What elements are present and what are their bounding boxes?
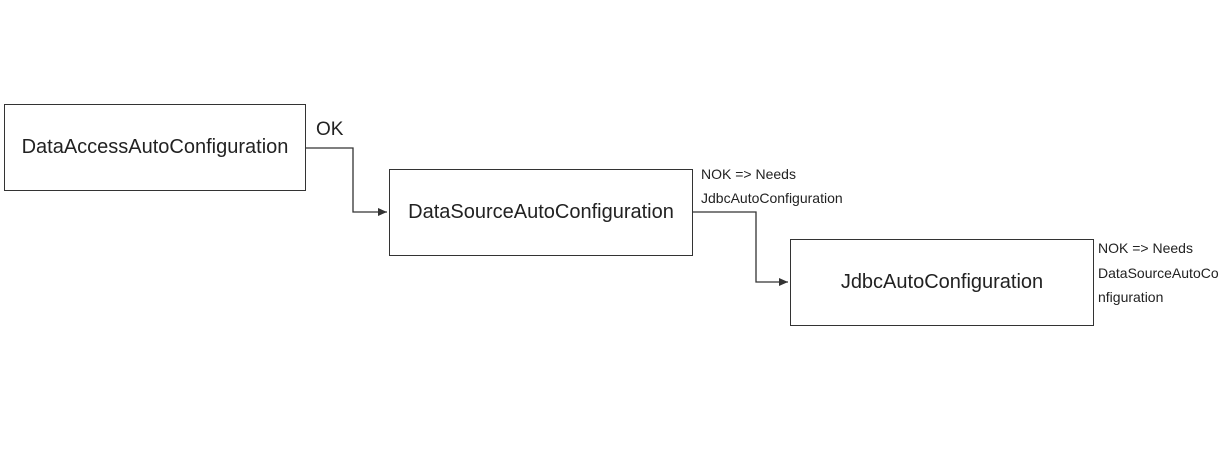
edge-label-ok: OK <box>316 119 343 141</box>
edge-label-text: OK <box>316 119 344 140</box>
edge-label-nok-needs-datasource: NOK => Needs DataSourceAutoCo nfiguratio… <box>1098 236 1219 310</box>
edge-label-line: NOK => Needs <box>701 166 796 182</box>
edge-label-line: JdbcAutoConfiguration <box>701 190 843 206</box>
edge-label-line: nfiguration <box>1098 289 1164 305</box>
node-label: JdbcAutoConfiguration <box>840 271 1044 293</box>
node-label: DataSourceAutoConfiguration <box>408 201 674 223</box>
edge-label-nok-needs-jdbc: NOK => Needs JdbcAutoConfiguration <box>701 162 843 210</box>
edge-label-line: NOK => Needs <box>1098 240 1193 256</box>
edge-label-line: DataSourceAutoCo <box>1098 264 1219 281</box>
node-data-source-auto-configuration[interactable]: DataSourceAutoConfiguration <box>389 169 693 256</box>
arrow-access-to-source <box>306 147 387 216</box>
node-label: DataAccessAutoConfiguration <box>21 136 289 158</box>
arrow-source-to-jdbc <box>693 211 788 286</box>
node-jdbc-auto-configuration[interactable]: JdbcAutoConfiguration <box>790 239 1094 326</box>
node-data-access-auto-configuration[interactable]: DataAccessAutoConfiguration <box>4 104 306 191</box>
